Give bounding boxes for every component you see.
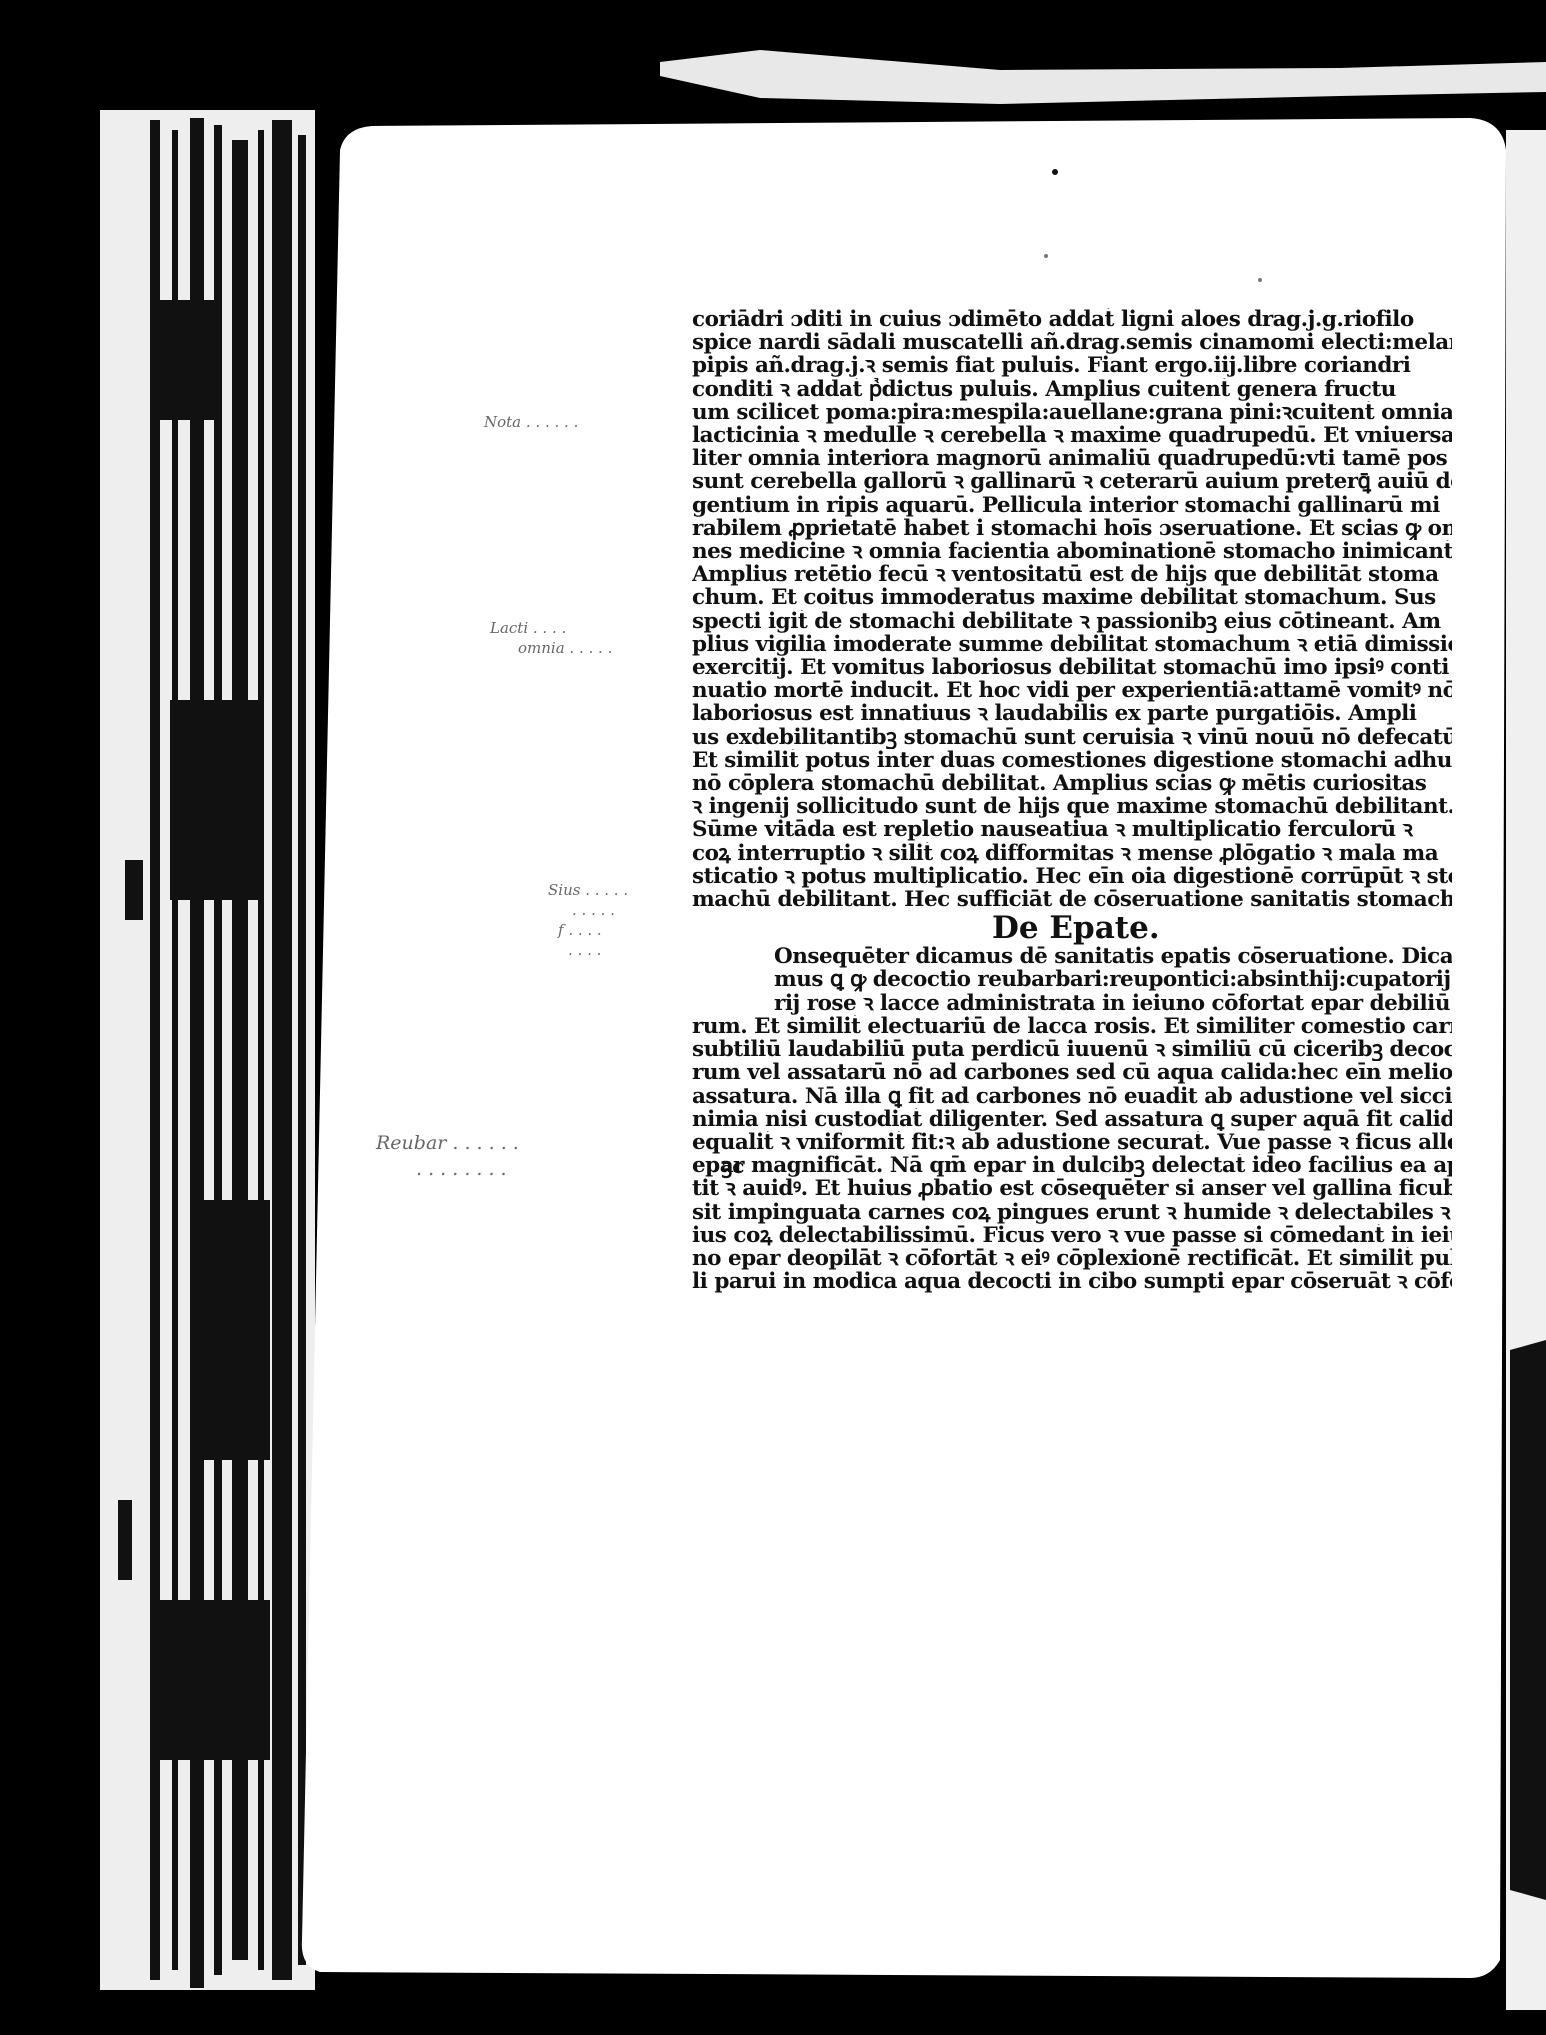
marginal-note-line: Lacti . . . .	[490, 619, 567, 637]
text-line: pipis añ.drag.j.ꝛ semis fiat puluis. Fia…	[692, 354, 1411, 378]
text-line: rum vel assatarū nō ad carbones sed cū a…	[692, 1061, 1452, 1085]
text-line: assatura. Nā illa ꝗ fit ad carbones nō e…	[692, 1084, 1452, 1108]
chapter-opening-line: mus ꝗ ꝙ decoctio reubarbari:reupontici:a…	[774, 968, 1451, 992]
text-line: Amplius retētio fecū ꝛ ventositatū est d…	[692, 563, 1439, 587]
marginal-note-line: Sius . . . . .	[548, 881, 629, 899]
text-line: ꝛ ingenij sollicitudo sunt de hijs que m…	[692, 795, 1452, 819]
page-sheet	[301, 118, 1507, 1978]
text-line: li parui in modica aqua decocti in cibo …	[692, 1270, 1452, 1294]
text-line: tit ꝛ auidꝰ. Et huius ꝓbatio est cōsequē…	[692, 1177, 1452, 1201]
text-line: nimia nisi custodiaṫ diligenter. Sed ass…	[692, 1107, 1452, 1131]
text-line: nuatio mortē inducit. Et hoc vidi per ex…	[692, 679, 1452, 703]
text-line: Sūme vitāda est repletio nauseatiua ꝛ mu…	[692, 818, 1413, 842]
text-line: lacticinia ꝛ medulle ꝛ cerebella ꝛ maxim…	[692, 424, 1452, 448]
text-line: conditi ꝛ addaṫ pᷣdictus puluis. Amplius…	[692, 377, 1396, 401]
text-line: rabilem ꝓprietatē habet i stomachi hoīs …	[692, 516, 1452, 541]
marginal-note-line: . . . .	[568, 941, 602, 959]
text-line: laboriosus est innatiuus ꝛ laudabilis ex…	[692, 702, 1417, 726]
text-line: rum. Et similiṫ electuariū de lacca rosi…	[692, 1014, 1452, 1039]
chapter-opening-line: rij rose ꝛ lacce administrata in ieiuno …	[774, 991, 1451, 1015]
marginal-note-line: f . . . .	[558, 921, 602, 939]
text-line: ius coꝝ delectabilissimū. Ficus vero ꝛ v…	[692, 1223, 1452, 1247]
text-line: subtiliū laudabiliū puta perdicū iuuenū …	[692, 1038, 1452, 1062]
marginal-note: Reubar . . . . . . . . . . . . . .	[376, 1130, 519, 1182]
chapter-opening-line: Onsequēter dicamus dē sanitatis epatis c…	[774, 945, 1452, 969]
text-line: plius vigilia imoderate summe debilitat …	[692, 632, 1452, 657]
marginal-note-line: Reubar . . . . . .	[376, 1132, 519, 1154]
text-line: Et similiṫ potus inter duas comestiones …	[692, 748, 1452, 773]
text-line: coriādri ɔditi in cuius ɔdimēto addaṫ li…	[692, 308, 1414, 332]
text-line: sunt cerebella gallorū ꝛ gallinarū ꝛ cet…	[692, 470, 1452, 494]
text-line: no epar deopilāt ꝛ cōfortāt ꝛ eiꝰ cōplex…	[692, 1246, 1452, 1271]
section-heading: De Epate.	[992, 910, 1160, 947]
text-line: equaliṫ ꝛ vniformiṫ fit:ꝛ ab adustione s…	[692, 1130, 1452, 1155]
text-line: coꝝ interruptio ꝛ siliṫ coꝝ difformitas …	[692, 841, 1439, 865]
text-line: specti igiṫ de stomachi debilitate ꝛ pas…	[692, 609, 1441, 633]
text-line: chum. Et coitus immoderatus maxime debil…	[692, 586, 1436, 610]
marginal-note-line: Nota . . . . . .	[484, 413, 579, 431]
marginal-note: Sius . . . . . . . . . . f . . . . . . .…	[548, 880, 628, 960]
text-line: spice nardi sādali muscatelli añ.drag.se…	[692, 331, 1452, 355]
text-line: machū debilitant. Hec sufficiāt de cōser…	[692, 888, 1452, 912]
marginal-note: Nota . . . . . .	[484, 412, 578, 432]
text-line: liter omnia interiora magnorū animaliū q…	[692, 447, 1448, 471]
text-line: us exdebilitantibꝫ stomachū sunt ceruisi…	[692, 725, 1452, 749]
marginal-note-line: . . . . .	[572, 901, 615, 919]
chapter-marker: ꝫc	[722, 1154, 745, 1178]
marginal-note-line: omnia . . . . .	[518, 639, 613, 657]
text-block: coriādri ɔditi in cuius ɔdimēto addaṫ li…	[692, 308, 1452, 1293]
top-paper-strip	[660, 50, 1546, 104]
text-line: epar magnificāt. Nā qm̄ epar in dulcibꝫ …	[692, 1154, 1452, 1178]
page-edge-shading	[118, 118, 306, 1988]
text-line: nes medicine ꝛ omnia facientia abominati…	[692, 540, 1452, 564]
text-line: gentium in ripis aquarū. Pellicula inter…	[692, 493, 1440, 517]
text-line: sticatio ꝛ potus multiplicatio. Hec eīn …	[692, 864, 1452, 889]
text-line: sit impinguata carnes coꝝ pingues erunt …	[692, 1200, 1451, 1224]
text-line: um scilicet poma:pira:mespila:auellane:g…	[692, 400, 1452, 425]
text-line: exercitij. Et vomitus laboriosus debilit…	[692, 656, 1449, 680]
marginal-note: Lacti . . . . omnia . . . . .	[490, 618, 612, 658]
marginal-note-line: . . . . . . . .	[416, 1158, 507, 1180]
text-line: nō cōplera stomachū debilitat. Amplius s…	[692, 772, 1427, 796]
